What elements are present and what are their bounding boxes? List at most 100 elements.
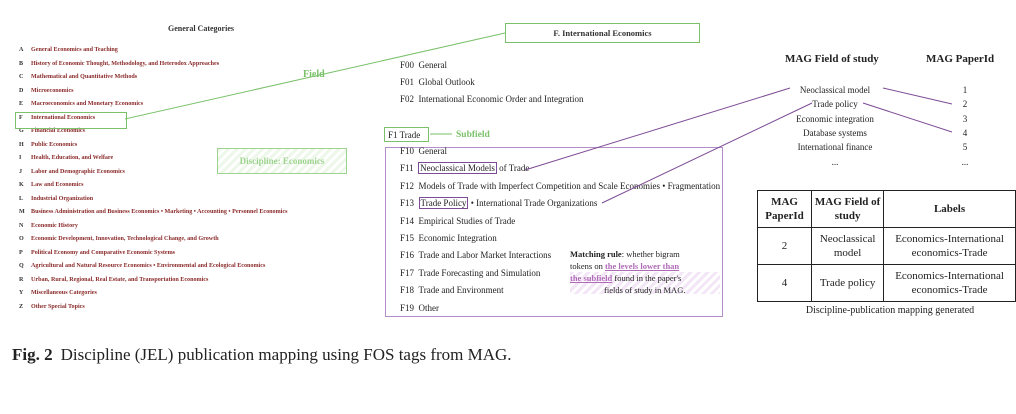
jel-category-letter: B [19,60,24,67]
code-number: F14 [400,215,415,226]
code-name: General [418,146,447,156]
jel-category-letter: Z [19,303,24,310]
matched-token-box: Trade Policy [418,197,469,210]
code-name-rest: • International Trade Organizations [468,198,598,209]
code-number: F13 [400,198,415,209]
subfield-box: F1 Trade [384,127,429,142]
code-number: F02 [400,94,415,104]
header-paperid: MAG PaperId [756,190,813,228]
row-1-field: Neoclassical model [811,227,885,265]
trade-code-row: F10 General [400,146,447,156]
code-name: Trade Forecasting and Simulation [418,267,541,278]
jel-category-letter: L [19,195,24,202]
code-number: F19 [400,302,415,313]
code-name: International Economic Order and Integra… [418,94,584,104]
mag-field-item: ... [831,156,839,167]
jel-category-name: Other Special Topics [31,303,85,310]
f-code-row: F01 Global Outlook [400,77,475,87]
mag-paperid-item: 2 [962,99,968,110]
code-name: Empirical Studies of Trade [418,215,516,226]
row-2-labels: Economics-International economics-Trade [883,264,1016,302]
row-2-paperid: 4 [756,264,813,302]
mag-field-item: Economic integration [796,113,874,124]
mag-field-item: International finance [797,142,873,153]
jel-category-name: Industrial Organization [31,195,94,202]
trade-code-row: F15 Economic Integration [400,233,497,243]
trade-code-row: F17 Trade Forecasting and Simulation [400,268,540,278]
jel-category-name: Microeconomics [31,87,74,94]
jel-category-name: International Economics [31,114,96,121]
jel-category-row: I Health, Education, and Welfare [19,155,113,161]
code-name: Other [418,302,440,313]
field-label: Field [303,69,325,80]
row-1-paperid: 2 [756,227,813,265]
trade-code-row: F11 Neoclassical Models of Trade [400,162,530,175]
trade-code-row: F19 Other [400,303,439,313]
code-name: Global Outlook [418,77,475,87]
jel-category-name: Miscellaneous Categories [31,290,97,296]
f-code-row: F02 International Economic Order and Int… [400,94,583,104]
jel-category-letter: R [19,276,24,283]
jel-category-row: E Macroeconomics and Monetary Economics [19,101,143,107]
jel-category-letter: H [19,141,24,148]
jel-category-name: Financial Economics [31,128,85,134]
code-number: F18 [400,285,415,296]
matching-rule-text-4: fields of study in MAG. [604,285,686,295]
jel-category-name: Health, Education, and Welfare [31,155,114,161]
figure-caption-text: Discipline (JEL) publication mapping usi… [60,345,512,364]
row-1-labels: Economics-International economics-Trade [883,227,1016,265]
code-number: F16 [400,250,415,261]
jel-category-letter: I [19,155,22,161]
jel-category-name: General Economics and Teaching [31,47,118,53]
jel-category-letter: Q [19,263,24,269]
subfield-label: Subfield [456,130,490,140]
jel-category-row: L Industrial Organization [19,196,93,202]
mag-paperid-header: MAG PaperId [926,53,995,65]
international-economics-highlight-box [15,112,127,129]
mag-paperid-item: 4 [962,127,968,138]
mag-paperid-item: 5 [962,142,968,153]
matching-rule-text-3: found in the paper's [612,273,682,283]
trade-code-row: F12 Models of Trade with Imperfect Compe… [400,181,720,191]
jel-category-letter: O [19,236,24,242]
jel-category-row: A General Economics and Teaching [19,47,118,53]
mag-paperid-item: 1 [962,85,968,95]
jel-category-letter: A [19,47,24,53]
mapping-caption: Discipline-publication mapping generated [805,305,975,316]
jel-category-name: Macroeconomics and Monetary Economics [31,101,144,107]
jel-category-name: Labor and Demographic Economics [31,168,125,175]
jel-category-name: History of Economic Thought, Methodology… [31,60,220,67]
matching-rule-highlight-2: the subfield [570,273,613,283]
jel-category-row: B History of Economic Thought, Methodolog… [19,61,219,67]
mag-field-header: MAG Field of study [785,53,879,65]
code-number: F00 [400,60,415,70]
header-field: MAG Field of study [811,190,885,228]
jel-category-letter: C [19,74,24,80]
code-name: Models of Trade with Imperfect Competiti… [418,180,721,191]
code-name-rest: of Trade [496,163,530,174]
code-name: Trade and Labor Market Interactions [418,250,552,261]
jel-category-letter: M [19,209,25,215]
mag-paperid-item: ... [961,156,969,167]
jel-category-letter: F [19,114,23,121]
general-categories-title: General Categories [168,24,234,33]
matching-rule-text-1: : whether bigram [621,249,680,259]
jel-category-letter: E [19,101,24,107]
mag-field-item: Database systems [803,127,867,138]
mag-field-item: Neoclassical model [799,85,871,95]
code-number: F12 [400,180,415,191]
matching-rule: Matching rule: whether bigram tokens on … [570,248,685,296]
matching-rule-highlight-1: the levels lower than [604,261,680,271]
jel-category-name: Public Economics [31,141,78,148]
jel-category-row: H Public Economics [19,142,77,148]
matching-rule-hatch [570,272,720,294]
code-number: F01 [400,77,415,87]
